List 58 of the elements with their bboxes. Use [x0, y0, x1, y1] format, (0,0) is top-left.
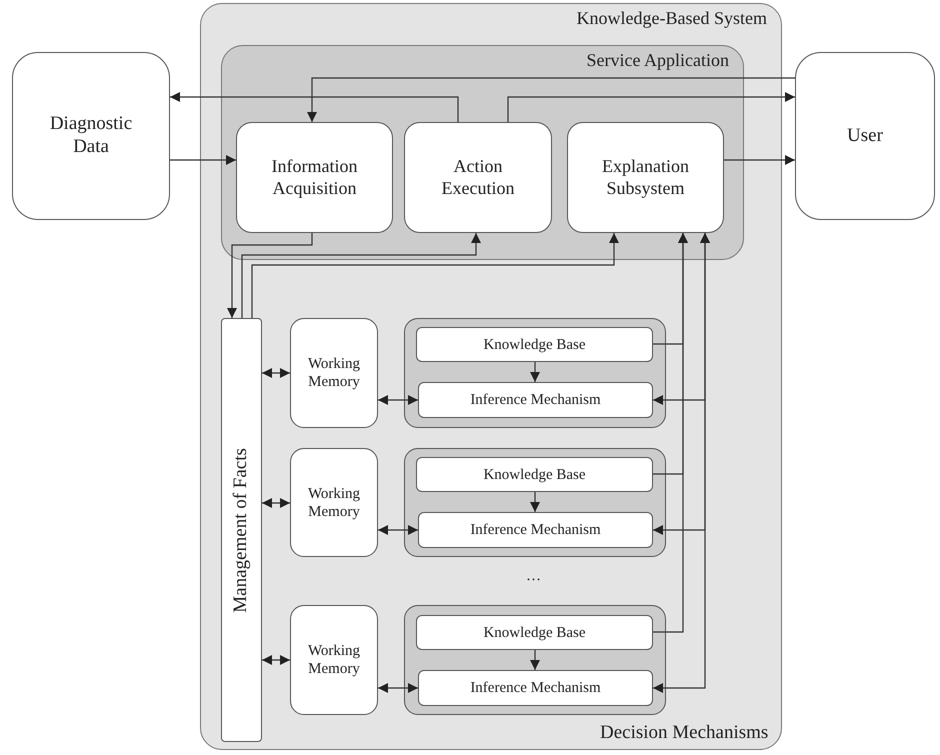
region-label: Decision Mechanisms	[600, 722, 768, 744]
arrow	[653, 233, 710, 693]
arrow	[530, 362, 540, 382]
arrow	[378, 525, 418, 535]
node-label: Information Acquisition	[270, 156, 358, 200]
node-label: Inference Mechanism	[470, 679, 601, 697]
arrow	[307, 77, 795, 122]
module-panel	[404, 318, 666, 428]
module-panel	[404, 605, 666, 715]
node-label: Knowledge Base	[483, 336, 586, 354]
node-label: Knowledge Base	[483, 466, 586, 484]
component-box	[416, 457, 653, 492]
system-boundary	[200, 3, 782, 750]
region-heading: Service Application	[586, 50, 729, 72]
arrow	[530, 492, 540, 512]
component-box	[416, 327, 653, 362]
component-box	[418, 670, 653, 706]
process-box	[236, 122, 393, 233]
arrow	[251, 233, 619, 318]
process-box	[290, 318, 378, 428]
component-box	[418, 512, 653, 548]
arrow	[170, 92, 459, 122]
region-heading: Knowledge-Based System	[576, 8, 767, 30]
arrow	[241, 233, 481, 318]
component-box	[418, 382, 653, 418]
node-label: Working Memory	[306, 484, 362, 520]
arrow	[262, 655, 290, 665]
ellipsis-mark: …	[526, 568, 541, 585]
arrow	[507, 92, 795, 122]
application-panel	[221, 45, 744, 260]
node-label: Action Execution	[440, 156, 516, 200]
process-box	[404, 122, 552, 233]
arrow	[170, 155, 236, 165]
arrow	[227, 233, 313, 318]
arrow	[724, 155, 795, 165]
arrow	[653, 233, 688, 633]
module-panel	[404, 448, 666, 557]
component-box	[416, 615, 653, 650]
process-box	[290, 605, 378, 715]
arrow	[378, 395, 418, 405]
node-label: Knowledge Base	[483, 624, 586, 642]
arrow	[530, 650, 540, 670]
node-label: Inference Mechanism	[470, 391, 601, 409]
node-label: User	[847, 124, 883, 148]
process-box	[795, 52, 935, 220]
node-label: Inference Mechanism	[470, 521, 601, 539]
node-label: Explanation Subsystem	[601, 156, 690, 200]
node-label: Diagnostic Data	[48, 113, 134, 159]
arrow	[262, 368, 290, 378]
node-label: Working Memory	[306, 355, 362, 391]
node-label: Management of Facts	[230, 448, 252, 612]
node-label: Working Memory	[306, 642, 362, 678]
process-box	[12, 52, 170, 220]
arrow	[262, 498, 290, 508]
process-box	[290, 448, 378, 557]
arrow	[378, 683, 418, 693]
process-box	[567, 122, 724, 233]
vertical-bar-box	[221, 318, 262, 742]
